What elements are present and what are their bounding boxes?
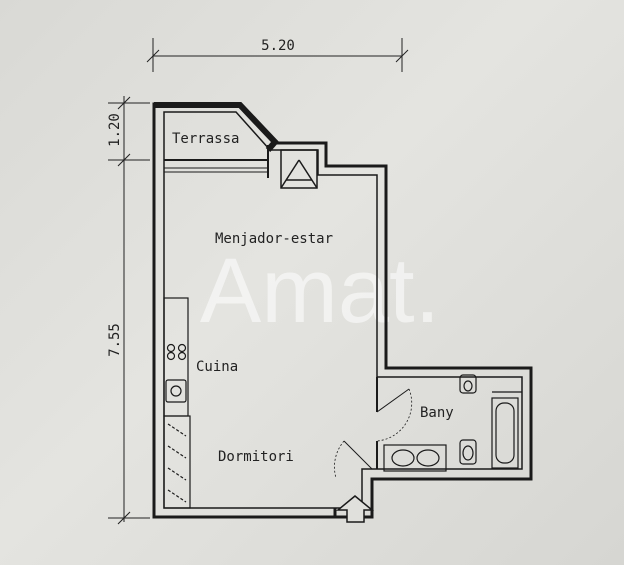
bathroom-label: Bany [420,405,454,421]
wardrobe [163,415,191,509]
entrance-arrow-icon [335,495,375,523]
bathroom-fixtures [383,374,522,472]
width-dimension: 5.20 [261,38,295,54]
bedroom-label: Dormitori [218,449,294,465]
terrace [154,102,280,178]
dimension-lines [108,38,409,525]
flue-shaft [280,149,318,189]
bathroom-walls [376,377,413,469]
entrance-door [333,440,373,517]
total-height-dimension: 7.55 [107,323,123,357]
kitchen-label: Cuina [196,359,238,375]
living-label: Menjador-estar [215,231,333,247]
terrace-height-dimension: 1.20 [107,113,123,147]
terrace-label: Terrassa [172,131,239,147]
kitchen-counter [163,297,189,417]
watermark: Amat. [200,240,440,342]
